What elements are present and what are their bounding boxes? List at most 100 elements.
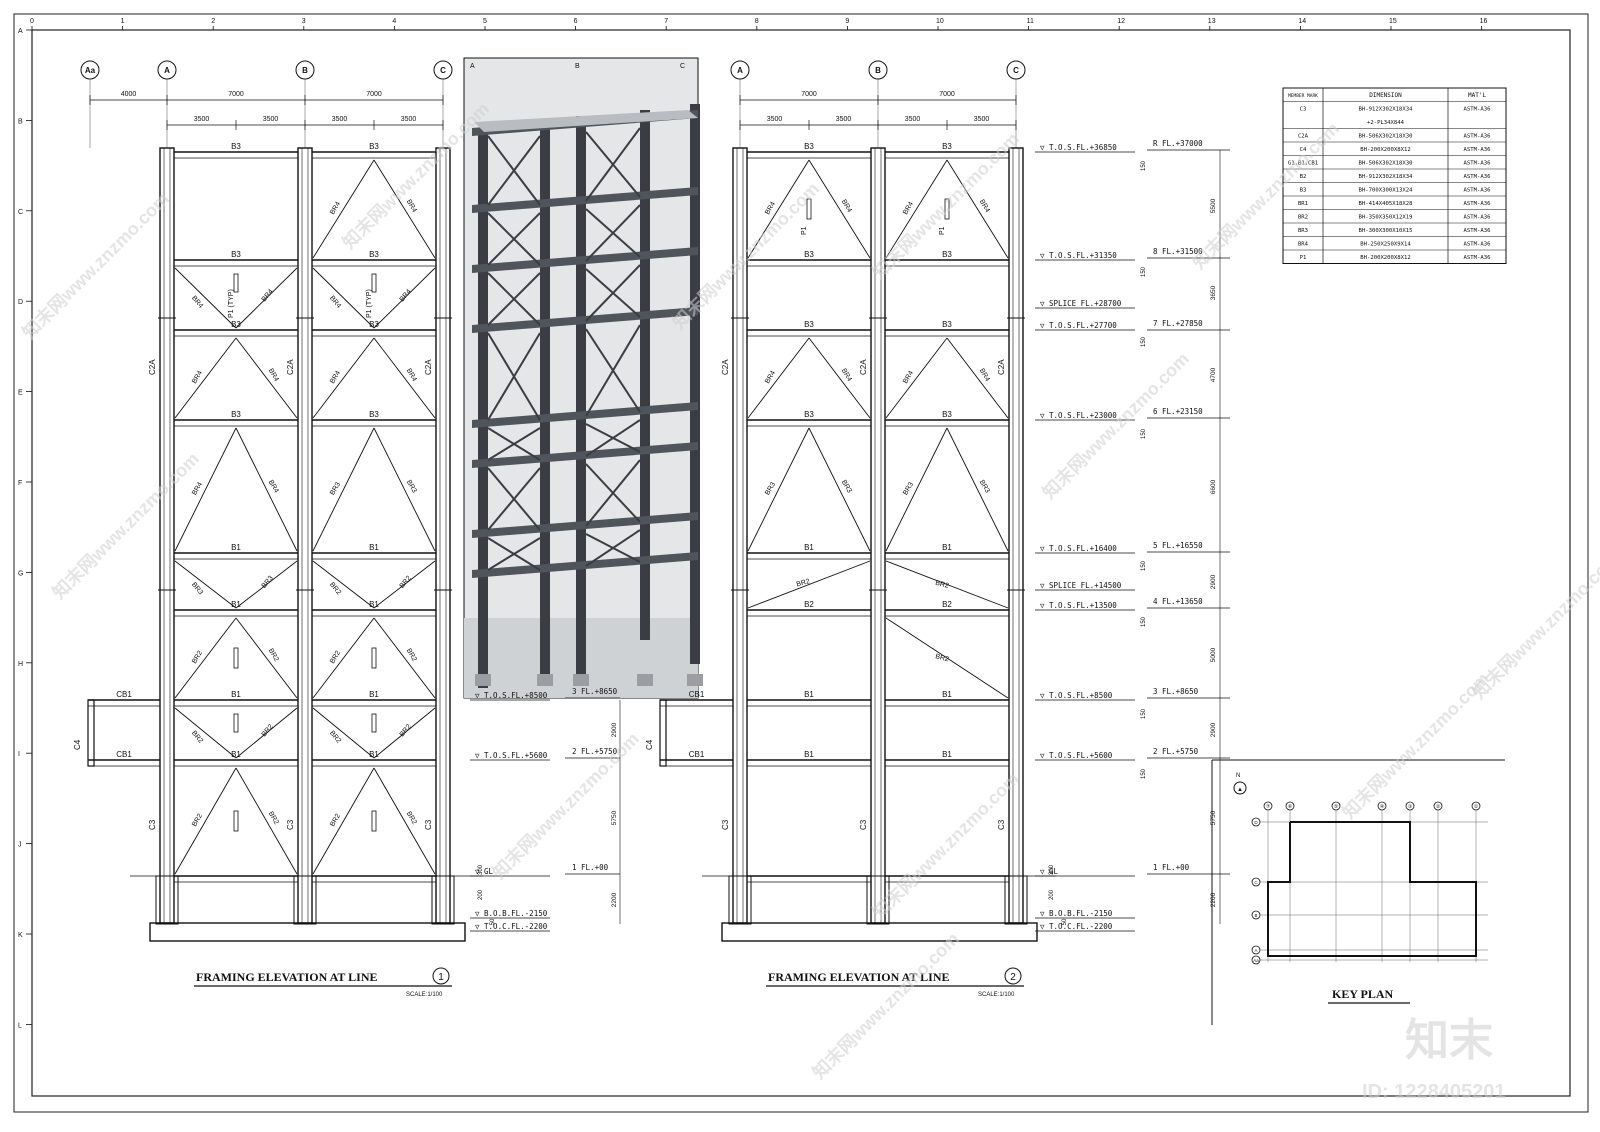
table-cell: G1,B1,CB1 bbox=[1288, 161, 1318, 167]
small-dim-text: 200 bbox=[1049, 889, 1055, 900]
level-tos-label: ▽ GL bbox=[475, 867, 494, 876]
render-pedestal bbox=[537, 674, 553, 686]
render-roof bbox=[474, 110, 698, 132]
p1-label: P1 (TYP) bbox=[228, 289, 235, 318]
brace bbox=[235, 707, 298, 759]
elevation-number: 1 bbox=[438, 972, 444, 983]
north-arrow-icon: ▲ bbox=[1237, 787, 1243, 793]
table-cell: ASTM-A36 bbox=[1464, 201, 1491, 207]
brace bbox=[885, 427, 948, 552]
brace bbox=[373, 427, 436, 552]
p1-post bbox=[233, 810, 239, 832]
beam-label: B1 bbox=[369, 690, 379, 699]
table-cell: B3 bbox=[1300, 188, 1307, 194]
render-brace bbox=[487, 135, 541, 206]
ruler-top-label: 7 bbox=[664, 18, 668, 25]
render-pedestal bbox=[475, 674, 491, 686]
beam-label: B3 bbox=[231, 142, 241, 151]
table-cell: ASTM-A36 bbox=[1464, 134, 1491, 140]
render-column bbox=[540, 122, 550, 682]
small-dim-text: 50 bbox=[490, 918, 496, 925]
ruler-top-label: 11 bbox=[1027, 18, 1034, 25]
north-label: N bbox=[1236, 773, 1240, 779]
brace bbox=[373, 707, 436, 759]
p1-label: P1 bbox=[939, 226, 946, 235]
ruler-left-label: E bbox=[18, 390, 23, 397]
ruler-left-label: K bbox=[18, 932, 23, 939]
brace bbox=[235, 267, 298, 329]
elevation-number: 2 bbox=[1010, 972, 1016, 983]
grid-label: A bbox=[737, 66, 743, 75]
dimension-text: 7000 bbox=[228, 91, 244, 98]
small-dim-text: 150 bbox=[1141, 336, 1147, 347]
ruler-left-label: H bbox=[18, 661, 23, 668]
beam-label-cb1: CB1 bbox=[116, 750, 132, 759]
ruler-top-label: 13 bbox=[1208, 18, 1216, 25]
column-label: C3 bbox=[148, 819, 157, 830]
level-tos-label: ▽ B.O.B.FL.-2150 bbox=[475, 909, 548, 918]
ruler-top-label: 8 bbox=[755, 18, 759, 25]
level-annotations-right: ▽ T.O.S.FL.+36850▽ T.O.S.FL.+31350▽ SPLI… bbox=[1035, 139, 1230, 932]
dimension-text: 7000 bbox=[366, 91, 382, 98]
ruler-left-label: J bbox=[18, 842, 22, 849]
floor-label: 3 FL.+8650 bbox=[1153, 687, 1199, 696]
table-cell: BR4 bbox=[1298, 242, 1309, 248]
brace bbox=[808, 337, 871, 419]
grid-label: Aa bbox=[85, 66, 96, 75]
brace bbox=[174, 267, 237, 329]
elevation-scale: SCALE:1/100 bbox=[978, 992, 1015, 998]
dimension-text: 3500 bbox=[974, 116, 990, 123]
render-grid-label: B bbox=[575, 63, 580, 70]
brace bbox=[373, 617, 436, 699]
ruler-top-label: 0 bbox=[30, 18, 34, 25]
beam-label: B1 bbox=[804, 690, 814, 699]
column-label: C3 bbox=[424, 819, 433, 830]
table-cell: ASTM-A36 bbox=[1464, 147, 1491, 153]
keyplan-col-label: ③ bbox=[1408, 804, 1413, 810]
column-label: C3 bbox=[997, 819, 1006, 830]
beam-label: B1 bbox=[804, 750, 814, 759]
floor-label: 1 FL.+00 bbox=[1153, 863, 1190, 872]
brace bbox=[235, 427, 298, 552]
ruler-left-label: C bbox=[18, 209, 23, 216]
ruler-top-label: 14 bbox=[1298, 18, 1306, 25]
floor-label: 7 FL.+27850 bbox=[1153, 319, 1203, 328]
grid-label: C bbox=[440, 66, 446, 75]
dimension-text: 3500 bbox=[836, 116, 852, 123]
dimension-text: 4000 bbox=[121, 91, 137, 98]
p1-post bbox=[371, 273, 377, 293]
table-cell: BH-700X300X13X24 bbox=[1359, 188, 1414, 194]
c4-column bbox=[87, 699, 95, 767]
keyplan-row-label: Aa bbox=[1253, 958, 1259, 963]
beam-label: B3 bbox=[231, 410, 241, 419]
level-tos-label: ▽ T.O.C.FL.-2200 bbox=[1040, 922, 1113, 931]
foundation bbox=[149, 922, 466, 942]
brace bbox=[808, 427, 871, 552]
render-pedestal bbox=[637, 674, 653, 686]
keyplan-col-label: ② bbox=[1436, 804, 1441, 810]
beam-label: B3 bbox=[804, 320, 814, 329]
render-grid-label: A bbox=[470, 63, 475, 70]
level-tos-label: ▽ T.O.S.FL.+31350 bbox=[1040, 251, 1117, 260]
c4-column bbox=[659, 699, 667, 767]
table-cell: BH-250X250X9X14 bbox=[1360, 242, 1411, 248]
beam-label-cb1: CB1 bbox=[689, 690, 705, 699]
table-cell: ASTM-A36 bbox=[1464, 107, 1491, 113]
grid-label: B bbox=[875, 66, 881, 75]
keyplan-row-label: D bbox=[1254, 820, 1258, 825]
column-label: C2A bbox=[859, 359, 868, 375]
render-pedestal bbox=[573, 674, 589, 686]
p1-post bbox=[371, 647, 377, 669]
beam-label: B1 bbox=[231, 690, 241, 699]
render-brace bbox=[585, 204, 641, 262]
column-label: C3 bbox=[286, 819, 295, 830]
table-cell: BH-414X405X18X28 bbox=[1359, 201, 1414, 207]
render-brace bbox=[585, 324, 641, 417]
level-tos-label: ▽ T.O.S.FL.+16400 bbox=[1040, 544, 1117, 553]
render-column bbox=[478, 128, 488, 688]
p1-post bbox=[233, 713, 239, 733]
keyplan-outline bbox=[1267, 821, 1477, 957]
